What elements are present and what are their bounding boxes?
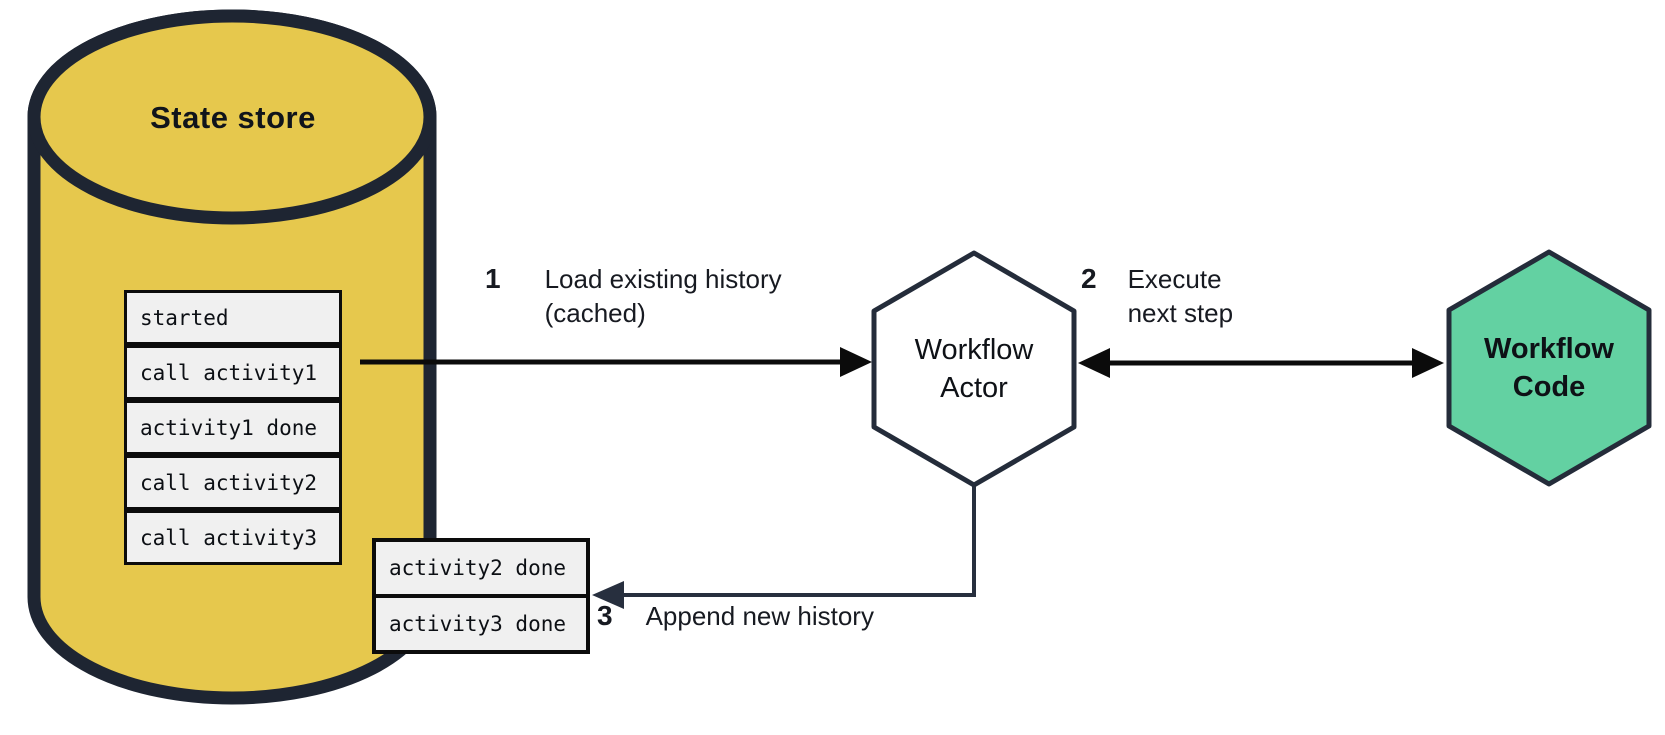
step-2-number: 2 bbox=[1081, 263, 1097, 294]
step-1-label: 1 Load existing history (cached) bbox=[485, 262, 782, 330]
history-row: call activity3 bbox=[124, 510, 342, 565]
workflow-actor-label-line1: Workflow bbox=[914, 334, 1034, 366]
history-row: call activity2 bbox=[124, 455, 342, 510]
state-store-cylinder-top bbox=[27, 9, 437, 225]
new-history-row: activity3 done bbox=[376, 598, 586, 650]
workflow-code-label: Workflow Code bbox=[1449, 310, 1649, 426]
history-row: activity1 done bbox=[124, 400, 342, 455]
step-1-text-line1: Load existing history bbox=[544, 264, 782, 294]
step-2-label: 2 Execute next step bbox=[1081, 262, 1233, 330]
arrow-3-line bbox=[622, 486, 976, 597]
history-stack: started call activity1 activity1 done ca… bbox=[124, 290, 342, 565]
workflow-actor-label: Workflow Actor bbox=[874, 311, 1074, 427]
step-1-number: 1 bbox=[485, 263, 501, 294]
step-2-text-line1: Execute bbox=[1127, 264, 1222, 294]
arrow-2-right-head bbox=[1412, 348, 1444, 378]
workflow-code-label-line2: Code bbox=[1512, 371, 1586, 403]
workflow-code-label-line1: Workflow bbox=[1484, 333, 1614, 365]
workflow-code-hexagon bbox=[1446, 249, 1652, 487]
workflow-actor-label-line2: Actor bbox=[940, 372, 1008, 404]
new-history-row: activity2 done bbox=[376, 542, 586, 594]
arrow-1-head bbox=[840, 347, 872, 377]
history-row: started bbox=[124, 290, 342, 345]
workflow-actor-hexagon bbox=[871, 250, 1077, 488]
new-history-box: activity2 done activity3 done bbox=[372, 538, 590, 654]
step-2-text-line2: next step bbox=[1127, 298, 1234, 328]
arrow-2-left-head bbox=[1078, 348, 1110, 378]
arrow-3-head bbox=[592, 581, 624, 609]
step-3-number: 3 bbox=[597, 600, 613, 631]
step-3-label: 3 Append new history bbox=[597, 599, 874, 633]
step-3-text-line1: Append new history bbox=[645, 601, 874, 631]
step-1-text-line2: (cached) bbox=[544, 298, 646, 328]
state-store-title: State store bbox=[150, 100, 316, 135]
history-row: call activity1 bbox=[124, 345, 342, 400]
